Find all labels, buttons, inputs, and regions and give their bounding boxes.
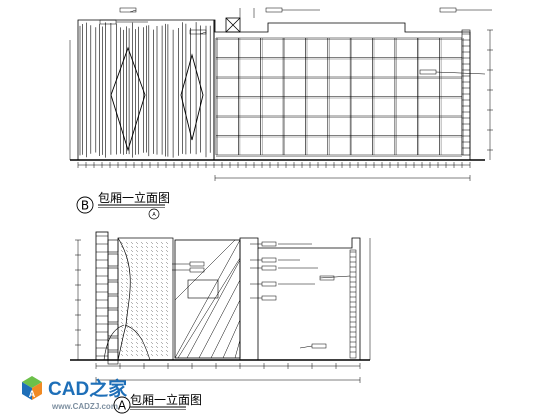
view-marker-b: B bbox=[81, 199, 89, 213]
brand-name: CAD之家 bbox=[48, 377, 128, 400]
light-fixture bbox=[225, 17, 241, 33]
right-column bbox=[461, 29, 471, 156]
glass-label-box bbox=[187, 279, 219, 299]
view-title-top: 包厢一立面图 bbox=[98, 190, 170, 205]
cad-logo-icon: A bbox=[22, 376, 42, 400]
view-title-b: B 包厢一立面图 A bbox=[76, 190, 170, 220]
curtain-pattern bbox=[120, 241, 169, 357]
view-title-bottom: 包厢一立面图 bbox=[130, 392, 202, 407]
curtain-panel bbox=[117, 237, 174, 361]
svg-text:A: A bbox=[29, 389, 36, 399]
section-marker-top: A bbox=[152, 212, 156, 218]
callout-labels bbox=[99, 7, 492, 75]
wood-panel-strips bbox=[79, 20, 215, 160]
view-title-a: A 包厢一立面图 bbox=[113, 392, 202, 414]
diamond-ornament-left bbox=[110, 46, 146, 152]
cad-watermark: A CAD之家 www.CADZJ.com bbox=[22, 376, 128, 411]
bottom-elevation bbox=[70, 231, 371, 383]
brand-url: www.CADZJ.com bbox=[51, 402, 118, 411]
grid-wall bbox=[215, 37, 464, 157]
callout-labels bbox=[172, 241, 351, 349]
view-marker-a: A bbox=[118, 399, 127, 413]
dimension-lines bbox=[69, 29, 493, 181]
dimension-lines bbox=[95, 238, 371, 383]
top-elevation bbox=[69, 7, 493, 181]
diamond-ornament-right bbox=[180, 53, 204, 141]
